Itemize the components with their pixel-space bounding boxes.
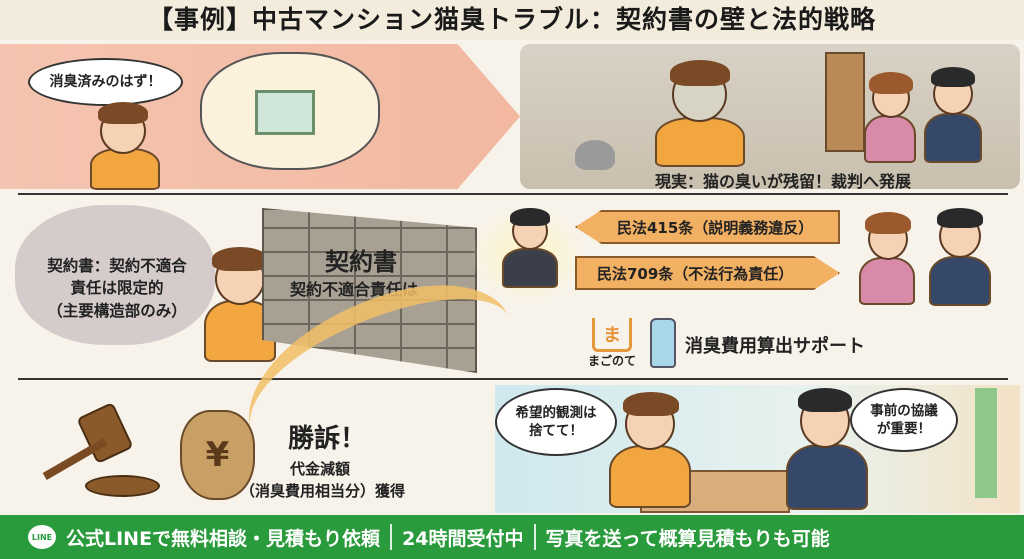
contract-wall [262, 208, 477, 373]
section-divider [18, 378, 1008, 380]
seller-man-figure [920, 65, 985, 165]
worry-cloud [15, 205, 215, 345]
arrow-415-label: 民法415条（説明義務違反） [617, 218, 814, 237]
seller-woman-figure-2 [855, 212, 920, 307]
wall-title: 契約書 [325, 248, 397, 276]
speech-line: 事前の協議 [870, 402, 938, 419]
footer-item-photo-estimate[interactable]: 写真を送って概算見積もりも可能 [545, 527, 830, 550]
arrow-civil-code-415: 民法415条（説明義務違反） [575, 210, 840, 244]
footer-separator [533, 524, 536, 550]
contract-note: 契約書：契約不適合 責任は限定的 （主要構造部のみ） [22, 255, 212, 322]
contract-note-line: 契約書：契約不適合 [47, 257, 187, 275]
contract-note-line: （主要構造部のみ） [47, 301, 187, 320]
speech-bubble-lawyer: 事前の協議が重要！ [850, 388, 958, 452]
result-line-1: 代金減額 [290, 460, 351, 478]
speech-line: 捨てて！ [529, 423, 583, 439]
win-label: 勝訴！ [288, 424, 367, 454]
spray-bottle-icon [650, 318, 676, 368]
wall-subtitle: 契約不適合責任は [290, 280, 419, 299]
speech-bubble-buyer: 希望的観測は捨てて！ [495, 388, 617, 456]
footer-item-consult[interactable]: 公式LINEで無料相談・見積もり依頼 [66, 527, 381, 550]
support-label: 消臭費用算出サポート [685, 336, 865, 357]
logo-house-icon: ま [592, 318, 632, 352]
curtain-illustration [975, 388, 997, 498]
footer-cta-bar[interactable]: LINE 公式LINEで無料相談・見積もり依頼 24時間受付中 写真を送って概算… [0, 515, 1024, 559]
footer-item-hours: 24時間受付中 [402, 527, 524, 550]
result-line-2: （消臭費用相当分）獲得 [240, 482, 406, 500]
line-icon[interactable]: LINE [28, 525, 56, 549]
logo-mark: ま [603, 324, 621, 346]
page-title: 【事例】中古マンション猫臭トラブル：契約書の壁と法的戦略 [0, 0, 1024, 40]
arrow-709-label: 民法709条（不法行為責任） [597, 264, 794, 283]
seller-man-figure-2 [925, 208, 995, 308]
money-bag-icon: ¥ [180, 410, 255, 500]
cat-icon [575, 140, 615, 170]
lawyer-speaking-figure [780, 388, 870, 512]
buyer-happy-figure [80, 100, 170, 190]
speech-line: が重要！ [877, 421, 931, 437]
thought-text: 消臭済みのはず！ [49, 73, 162, 90]
footer-separator [390, 524, 393, 550]
contract-note-line: 責任は限定的 [70, 279, 164, 298]
reality-caption: 現実：猫の臭いが残留！裁判へ発展 [655, 172, 912, 191]
lawyer-figure [500, 208, 560, 290]
thought-bubble: 消臭済みのはず！ [28, 58, 183, 106]
gavel-icon [40, 400, 160, 500]
speech-line: 希望的観測は [515, 404, 597, 421]
window-icon [255, 90, 315, 135]
buyer-worried-figure [200, 245, 280, 365]
buyer-speaking-figure [605, 390, 695, 510]
section-divider [18, 193, 1008, 195]
arrow-civil-code-709: 民法709条（不法行為責任） [575, 256, 840, 290]
yen-symbol: ¥ [205, 435, 230, 475]
company-logo-text: まごのて [588, 354, 637, 368]
buyer-disgusted-figure [650, 55, 750, 170]
seller-woman-figure [860, 70, 920, 165]
door-illustration [825, 52, 865, 152]
